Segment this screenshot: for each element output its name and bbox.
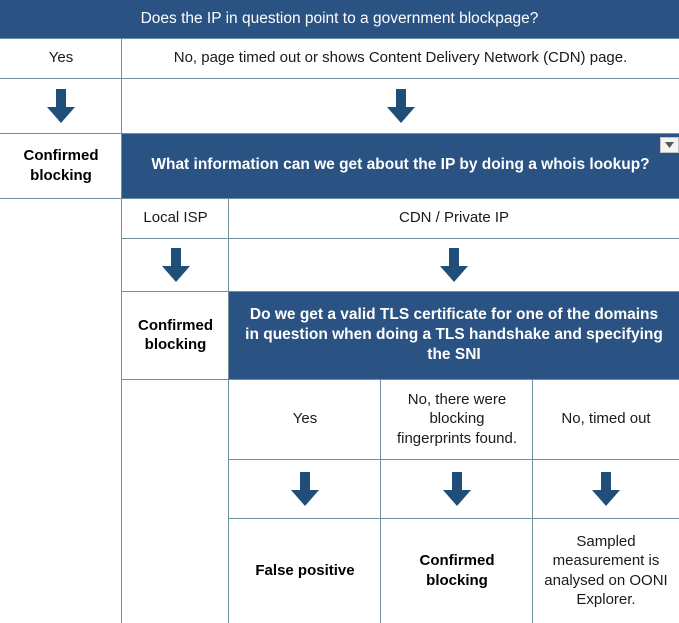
level2-question-banner: What information can we get about the IP… bbox=[122, 133, 679, 198]
rule-h-8 bbox=[229, 459, 679, 460]
level2-branch-local-isp: Local ISP bbox=[122, 198, 229, 238]
rule-v-col4 bbox=[532, 379, 533, 623]
level3-outcome-sampled-measurement: Sampled measurement is analysed on OONI … bbox=[533, 518, 679, 623]
arrow-down-icon bbox=[47, 88, 75, 123]
rule-h-3 bbox=[0, 133, 679, 134]
rule-h-2 bbox=[0, 78, 679, 79]
arrow-down-icon bbox=[592, 471, 620, 506]
level3-outcome-confirmed-blocking: Confirmed blocking bbox=[381, 518, 533, 623]
rule-v-col1 bbox=[121, 38, 122, 623]
arrow-down-icon bbox=[291, 471, 319, 506]
level3-outcome-false-positive: False positive bbox=[229, 518, 381, 623]
level1-branch-yes: Yes bbox=[0, 38, 122, 78]
rule-v-col2 bbox=[228, 198, 229, 623]
level1-branch-no: No, page timed out or shows Content Deli… bbox=[122, 38, 679, 78]
arrow-down-level3-timeout bbox=[533, 459, 679, 518]
rule-h-4 bbox=[0, 198, 679, 199]
arrow-down-icon bbox=[161, 247, 190, 282]
arrow-down-level2-cdn bbox=[229, 238, 679, 291]
level3-branch-yes: Yes bbox=[229, 379, 381, 459]
level2-branch-cdn: CDN / Private IP bbox=[229, 198, 679, 238]
rule-h-9 bbox=[229, 518, 679, 519]
arrow-down-icon bbox=[386, 88, 415, 123]
rule-v-col3 bbox=[380, 379, 381, 623]
arrow-down-level3-yes bbox=[229, 459, 381, 518]
arrow-down-level3-fingerprints bbox=[381, 459, 533, 518]
chevron-down-icon[interactable] bbox=[660, 137, 679, 153]
arrow-down-level1-no bbox=[122, 78, 679, 133]
level3-branch-fingerprints: No, there were blocking fingerprints fou… bbox=[381, 379, 533, 459]
arrow-down-level2-local-isp bbox=[122, 238, 229, 291]
rule-h-1 bbox=[0, 38, 679, 39]
rule-h-5 bbox=[122, 238, 679, 239]
arrow-down-icon bbox=[440, 247, 468, 282]
level3-branch-timeout: No, timed out bbox=[533, 379, 679, 459]
rule-h-7 bbox=[122, 379, 679, 380]
arrow-down-level1-yes bbox=[0, 78, 122, 133]
level1-question-banner: Does the IP in question point to a gover… bbox=[0, 0, 679, 38]
rule-h-6 bbox=[122, 291, 679, 292]
level3-question-banner: Do we get a valid TLS certificate for on… bbox=[229, 291, 679, 379]
level1-outcome-confirmed-blocking: Confirmed blocking bbox=[0, 133, 122, 198]
arrow-down-icon bbox=[443, 471, 471, 506]
level2-outcome-confirmed-blocking: Confirmed blocking bbox=[122, 291, 229, 379]
